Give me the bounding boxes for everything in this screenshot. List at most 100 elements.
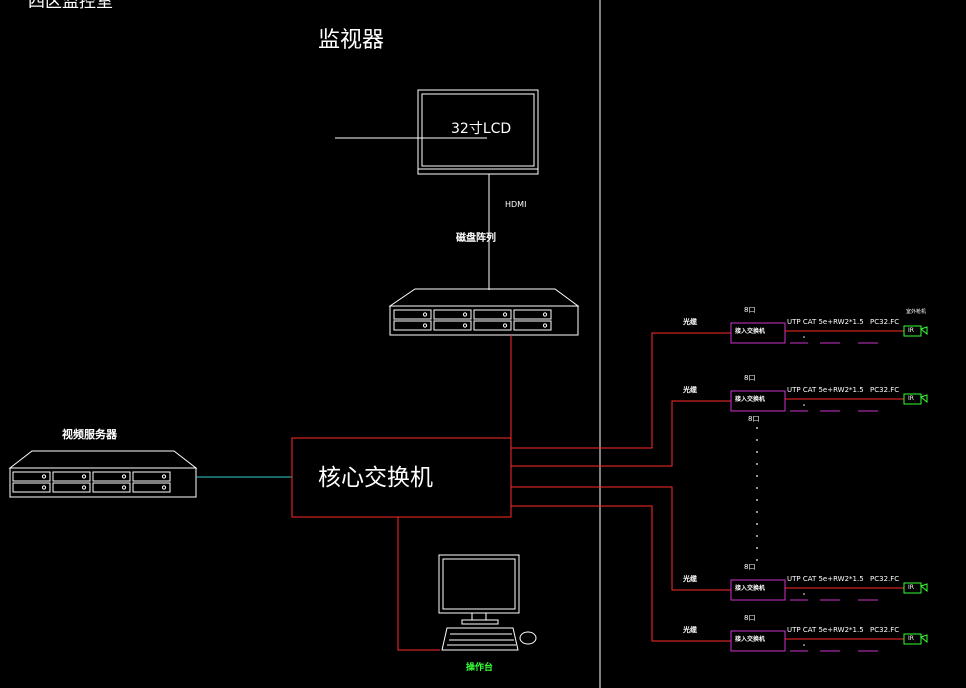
uplink-spec-label: UTP CAT 5e+RW2*1.5 [787, 575, 864, 583]
lcd-label: 32寸LCD [451, 121, 512, 137]
drive-led [161, 485, 167, 490]
core-switch-label: 核心交换机 [318, 465, 433, 491]
drive-led [462, 312, 468, 317]
access-switch-label: 接入交换机 [735, 328, 766, 335]
console-label: 操作台 [466, 663, 494, 673]
continuation-dot [756, 439, 758, 441]
drive-led [41, 485, 47, 490]
continuation-dot [756, 463, 758, 465]
fiber-links [511, 332, 731, 642]
drive-bay [513, 309, 552, 320]
fiber-label: 光缆 [683, 318, 697, 326]
access-switch-label: 接入交换机 [735, 396, 766, 403]
drive-led [81, 485, 87, 490]
drive-bay [92, 482, 131, 493]
ir-camera-label: IR [908, 327, 914, 334]
diagram-title: 四区监控室 [28, 0, 113, 12]
drive-led [502, 312, 508, 317]
console-workstation [438, 554, 537, 651]
cable-dot [803, 336, 805, 338]
drive-bay [433, 320, 472, 331]
continuation-dot [756, 499, 758, 501]
cable-dot [803, 644, 805, 646]
access-switch [730, 579, 786, 601]
continuation-dot [756, 475, 758, 477]
ir-camera-label: IR [908, 635, 914, 642]
continuation-dot [756, 511, 758, 513]
cable-dot [803, 404, 805, 406]
fiber-label: 光缆 [683, 626, 697, 634]
console-link [397, 517, 440, 651]
camera-lens-icon [919, 583, 928, 593]
camera-body [903, 325, 922, 337]
ir-camera-label: IR [908, 395, 914, 402]
continuation-dot [756, 535, 758, 537]
drive-bay [393, 320, 432, 331]
disk-array [388, 288, 580, 336]
ir-camera-label: IR [908, 584, 914, 591]
uplink-spec-label: UTP CAT 5e+RW2*1.5 [787, 626, 864, 634]
video-server [8, 450, 198, 498]
drive-bay [12, 471, 51, 482]
drive-led [422, 323, 428, 328]
access-switch [730, 630, 786, 652]
camera-lens-icon [919, 394, 928, 404]
uplink-spec-label: UTP CAT 5e+RW2*1.5 [787, 318, 864, 326]
access-switch [730, 390, 786, 412]
access-branch [730, 322, 928, 344]
hdmi-label: HDMI [505, 200, 527, 209]
continuation-dot [756, 427, 758, 429]
continuation-dot [756, 547, 758, 549]
drive-led [502, 323, 508, 328]
drive-led [161, 474, 167, 479]
drive-led [542, 312, 548, 317]
continuation-dot [756, 523, 758, 525]
port-count-label: 8口 [744, 563, 756, 571]
drive-bay [12, 482, 51, 493]
fiber-label: 光缆 [683, 386, 697, 394]
monitor-label: 监视器 [318, 28, 385, 53]
access-branch [730, 390, 928, 412]
camera-body [903, 633, 922, 645]
fiber-label: 光缆 [683, 575, 697, 583]
drive-led [81, 474, 87, 479]
drive-bay [513, 320, 552, 331]
port-count-label: 8口 [744, 614, 756, 622]
continuation-dot [756, 487, 758, 489]
camera-type-label: 室外枪机 [906, 309, 927, 315]
port-count-label: 8口 [748, 415, 760, 423]
access-switch [730, 322, 786, 344]
continuation-dot [756, 451, 758, 453]
camera-lens-icon [919, 634, 928, 644]
drive-led [121, 485, 127, 490]
continuation-dot [756, 559, 758, 561]
drive-bay [132, 482, 171, 493]
pc-spec-label: PC32.FC [870, 626, 900, 634]
drive-led [542, 323, 548, 328]
drive-led [121, 474, 127, 479]
drive-bay [52, 482, 91, 493]
drive-bay [473, 309, 512, 320]
access-switch-label: 接入交换机 [735, 585, 766, 592]
lcd-monitor [417, 89, 539, 175]
drive-bay [433, 309, 472, 320]
port-count-label: 8口 [744, 374, 756, 382]
uplink-spec-label: UTP CAT 5e+RW2*1.5 [787, 386, 864, 394]
pc-spec-label: PC32.FC [870, 575, 900, 583]
continuation-dots [756, 427, 758, 561]
access-switch-label: 接入交换机 [735, 636, 766, 643]
drive-led [422, 312, 428, 317]
drive-led [41, 474, 47, 479]
core-switch [291, 437, 512, 518]
drive-led [462, 323, 468, 328]
camera-lens-icon [919, 326, 928, 336]
access-branch [730, 630, 928, 652]
access-branch [730, 579, 928, 601]
port-count-label: 8口 [744, 306, 756, 314]
drive-bay [473, 320, 512, 331]
camera-body [903, 582, 922, 594]
pc-spec-label: PC32.FC [870, 386, 900, 394]
drive-bay [52, 471, 91, 482]
disk-array-label: 磁盘阵列 [456, 233, 496, 244]
